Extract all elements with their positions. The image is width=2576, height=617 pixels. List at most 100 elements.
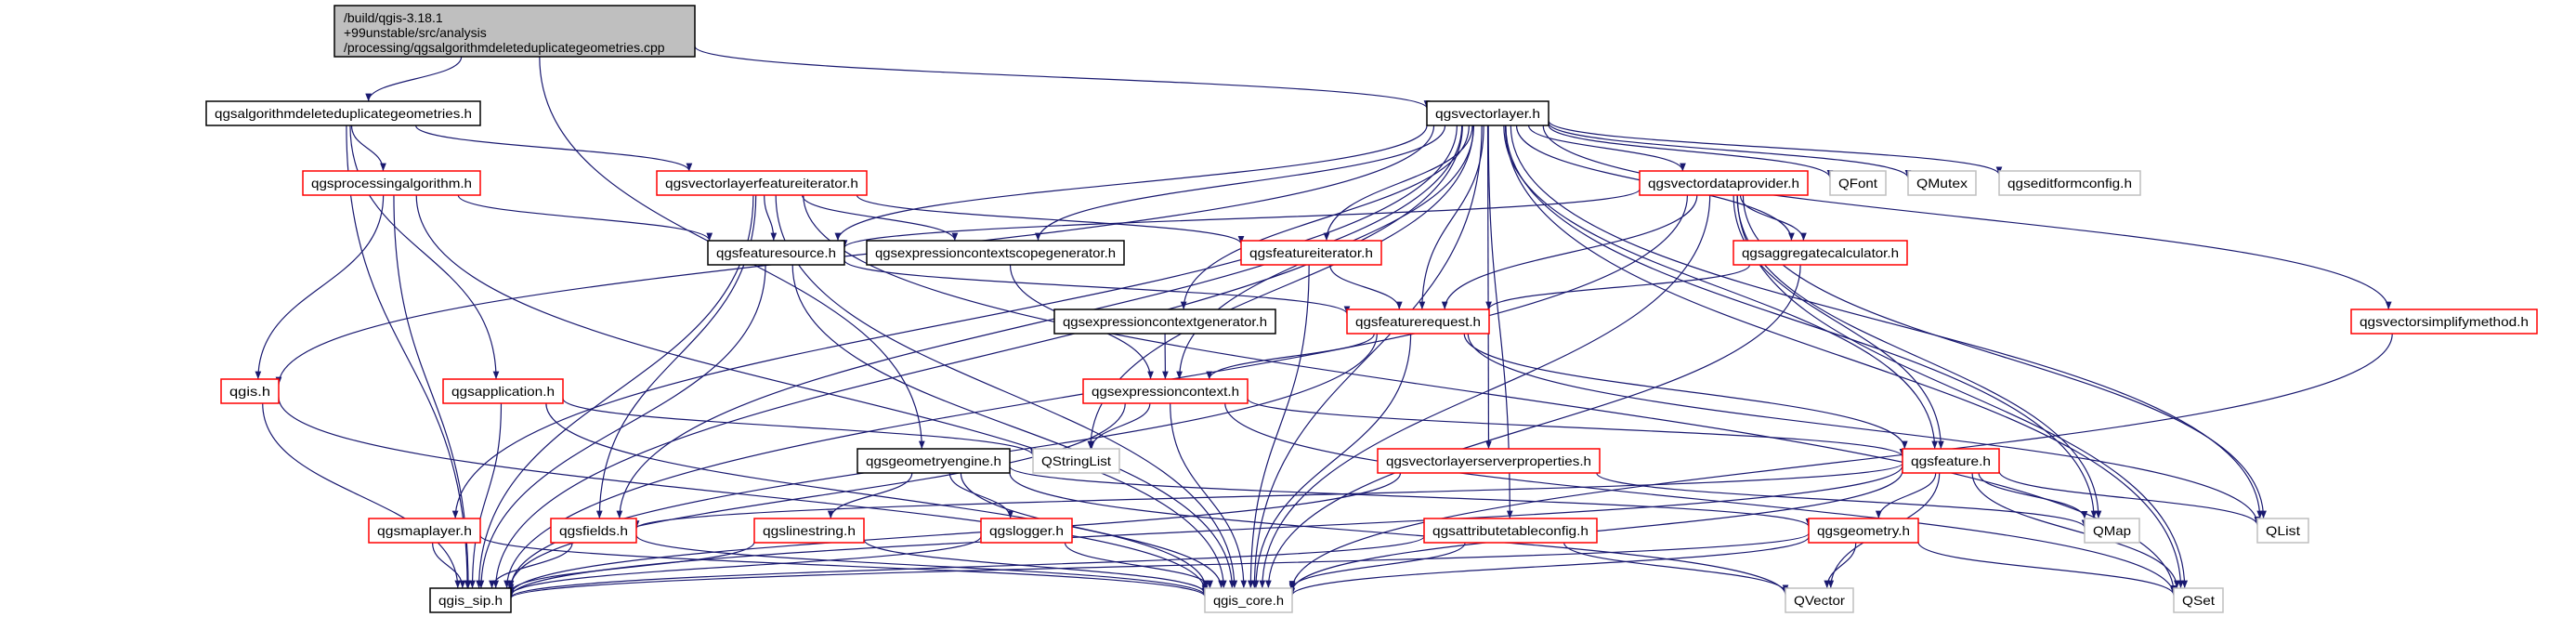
node-linestring[interactable]: qgslinestring.h xyxy=(753,518,865,544)
edge-freq-to-core xyxy=(1252,333,1412,589)
node-label: qgsexpressioncontextscopegenerator.h xyxy=(875,245,1116,260)
node-app[interactable]: qgsapplication.h xyxy=(442,378,564,404)
node-box[interactable] xyxy=(205,100,481,126)
node-box[interactable] xyxy=(1785,587,1854,613)
node-label: QMap xyxy=(2093,523,2131,538)
node-vlayer[interactable]: qgsvectorlayer.h xyxy=(1426,100,1550,126)
edge-vlayer-to-qmap xyxy=(1505,125,2098,519)
edge-geometry-to-core xyxy=(1288,536,1810,596)
edge-algdel-to-sip xyxy=(346,125,471,589)
node-label: qgsvectordataprovider.h xyxy=(1648,176,1799,190)
node-box[interactable] xyxy=(2350,308,2538,335)
edge-app-to-core xyxy=(545,402,1209,589)
node-qvector[interactable]: QVector xyxy=(1785,587,1854,613)
node-box[interactable] xyxy=(302,170,481,196)
node-label: QVector xyxy=(1794,593,1845,608)
node-box[interactable] xyxy=(1733,240,1908,266)
node-fields[interactable]: qgsfields.h xyxy=(550,518,637,544)
edge-vlayer-to-fsource xyxy=(834,125,1428,242)
node-box[interactable] xyxy=(856,448,1011,474)
node-qgis[interactable]: qgis.h xyxy=(220,378,280,404)
node-box[interactable] xyxy=(1032,448,1120,474)
node-box[interactable] xyxy=(1907,170,1977,196)
node-box[interactable] xyxy=(1377,448,1601,474)
node-geomengine[interactable]: qgsgeometryengine.h xyxy=(856,448,1011,474)
node-box[interactable] xyxy=(550,518,637,544)
node-box[interactable] xyxy=(753,518,865,544)
node-box[interactable] xyxy=(1902,448,2000,474)
node-box[interactable] xyxy=(442,378,564,404)
node-qlist[interactable]: QList xyxy=(2256,518,2309,544)
node-box[interactable] xyxy=(2173,587,2224,613)
node-box[interactable] xyxy=(1998,170,2141,196)
node-vlfi[interactable]: qgsvectorlayerfeatureiterator.h xyxy=(656,170,868,196)
node-box[interactable] xyxy=(2256,518,2309,544)
nodes-layer: /build/qgis-3.18.1 +99unstable/src/analy… xyxy=(205,5,2538,613)
edge-feature-to-fields xyxy=(633,463,1903,530)
node-simplify[interactable]: qgsvectorsimplifymethod.h xyxy=(2350,308,2538,335)
node-qstringlist[interactable]: QStringList xyxy=(1032,448,1120,474)
node-maplayer[interactable]: qgsmaplayer.h xyxy=(368,518,481,544)
node-box[interactable] xyxy=(220,378,280,404)
node-fsource[interactable]: qgsfeaturesource.h xyxy=(707,240,845,266)
edge-attrtable-to-qvector xyxy=(1563,542,1789,593)
node-geometry[interactable]: qgsgeometry.h xyxy=(1808,518,1919,544)
node-core[interactable]: qgis_core.h xyxy=(1204,587,1293,613)
edge-vlayer-to-maplayer xyxy=(451,125,1458,519)
node-label: qgsfeatureiterator.h xyxy=(1249,245,1373,260)
node-qmutex[interactable]: QMutex xyxy=(1907,170,1977,196)
edge-geomengine-to-linestring xyxy=(827,472,913,519)
edge-vlfi-to-fsource xyxy=(764,194,778,242)
node-attrtable[interactable]: qgsattributetableconfig.h xyxy=(1423,518,1598,544)
node-vdp[interactable]: qgsvectordataprovider.h xyxy=(1639,170,1809,196)
node-label: qgsvectorlayer.h xyxy=(1435,106,1540,121)
node-box[interactable] xyxy=(368,518,481,544)
node-box[interactable] xyxy=(1808,518,1919,544)
node-aggcalc[interactable]: qgsaggregatecalculator.h xyxy=(1733,240,1908,266)
node-box[interactable] xyxy=(1829,170,1887,196)
node-box[interactable] xyxy=(1346,308,1490,335)
node-editform[interactable]: qgseditformconfig.h xyxy=(1998,170,2141,196)
node-box[interactable] xyxy=(1082,378,1249,404)
node-box[interactable] xyxy=(866,240,1125,266)
node-qfont[interactable]: QFont xyxy=(1829,170,1887,196)
edge-vlfi-to-fiter xyxy=(856,194,1245,244)
node-sip[interactable]: qgis_sip.h xyxy=(429,587,512,613)
node-algdel[interactable]: qgsalgorithmdeleteduplicategeometries.h xyxy=(205,100,481,126)
root-node-box[interactable] xyxy=(333,5,696,58)
node-box[interactable] xyxy=(1423,518,1598,544)
edge-vlayer-to-sip xyxy=(492,125,1463,589)
node-box[interactable] xyxy=(429,587,512,613)
node-freq[interactable]: qgsfeaturerequest.h xyxy=(1346,308,1490,335)
node-label: qgsaggregatecalculator.h xyxy=(1742,245,1899,260)
root-node[interactable]: /build/qgis-3.18.1 +99unstable/src/analy… xyxy=(333,5,696,58)
node-box[interactable] xyxy=(1204,587,1293,613)
node-fiter[interactable]: qgsfeatureiterator.h xyxy=(1240,240,1382,266)
edge-feature-to-qlist xyxy=(1998,470,2261,526)
node-box[interactable] xyxy=(707,240,845,266)
edge-vlfi-to-scopegen xyxy=(801,194,959,242)
edge-vdp-to-fsource xyxy=(841,189,1641,249)
node-procalg[interactable]: qgsprocessingalgorithm.h xyxy=(302,170,481,196)
node-box[interactable] xyxy=(1639,170,1809,196)
node-qset[interactable]: QSet xyxy=(2173,587,2224,613)
node-vlserver[interactable]: qgsvectorlayerserverproperties.h xyxy=(1377,448,1601,474)
edge-vlfi-to-core xyxy=(775,194,1238,589)
node-box[interactable] xyxy=(1053,308,1276,335)
node-label: qgseditformconfig.h xyxy=(2007,176,2132,190)
edge-exprctx-to-feature xyxy=(1247,398,1906,457)
node-box[interactable] xyxy=(656,170,868,196)
node-box[interactable] xyxy=(2084,518,2140,544)
edge-vlfi-to-sip xyxy=(476,194,754,589)
node-feature[interactable]: qgsfeature.h xyxy=(1902,448,2000,474)
node-box[interactable] xyxy=(1426,100,1550,126)
node-exprctx[interactable]: qgsexpressioncontext.h xyxy=(1082,378,1249,404)
node-label: qgsgeometry.h xyxy=(1817,523,1910,538)
node-scopegen[interactable]: qgsexpressioncontextscopegenerator.h xyxy=(866,240,1125,266)
node-ctxgen[interactable]: qgsexpressioncontextgenerator.h xyxy=(1053,308,1276,335)
node-qmap[interactable]: QMap xyxy=(2084,518,2140,544)
node-box[interactable] xyxy=(1240,240,1382,266)
node-box[interactable] xyxy=(980,518,1073,544)
edge-feature-to-qset xyxy=(1971,472,2180,589)
node-logger[interactable]: qgslogger.h xyxy=(980,518,1073,544)
